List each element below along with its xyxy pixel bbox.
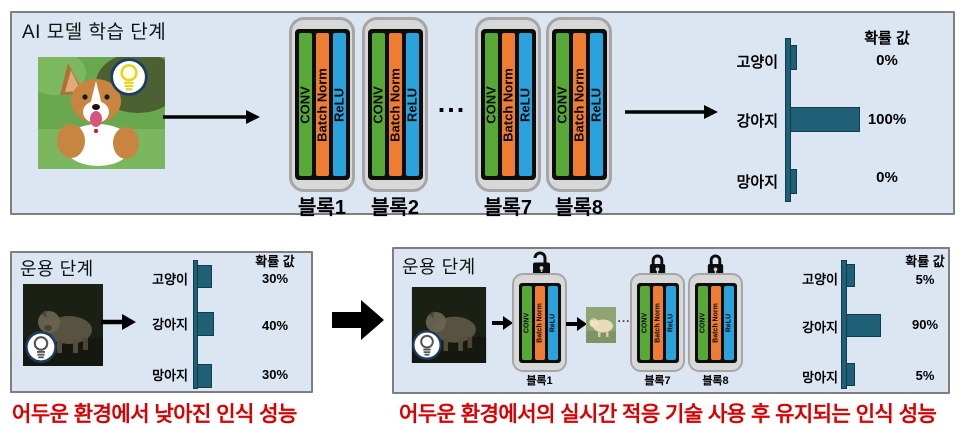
batchnorm-layer: Batch Norm: [652, 285, 663, 360]
layer-stack: CONV Batch Norm ReLU: [694, 282, 737, 363]
probability-bar: [790, 169, 797, 194]
batchnorm-layer: Batch Norm: [534, 285, 545, 360]
relu-layer: ReLU: [332, 33, 347, 176]
batchnorm-layer: Batch Norm: [501, 33, 516, 176]
batchnorm-layer: Batch Norm: [315, 33, 330, 176]
batchnorm-layer: Batch Norm: [710, 285, 721, 360]
before-caption: 어두운 환경에서 낮아진 인식 성능: [12, 403, 297, 426]
conv-layer: CONV: [521, 285, 532, 360]
training-panel-title: AI 모델 학습 단계: [22, 22, 167, 43]
probability-bar: [846, 314, 881, 337]
probability-bar: [790, 45, 797, 70]
category-label: 강아지: [802, 320, 838, 335]
conv-layer: CONV: [555, 33, 570, 176]
probability-value: 0%: [876, 169, 898, 186]
dim-lightbulb-icon: [25, 331, 57, 363]
block-label: 블록1: [526, 375, 553, 387]
after-arrow-1: [492, 315, 514, 331]
conv-layer: CONV: [639, 285, 650, 360]
layer-stack: CONV Batch Norm ReLU: [367, 29, 423, 180]
relu-layer: ReLU: [518, 33, 533, 176]
after-arrow-2: [566, 316, 588, 332]
probability-value: 5%: [915, 368, 935, 383]
relu-layer: ReLU: [547, 285, 558, 360]
probability-value: 100%: [867, 111, 907, 128]
transition-arrow: [332, 300, 384, 340]
training-block-1: CONV Batch Norm ReLU: [289, 17, 355, 192]
probability-value: 40%: [261, 318, 289, 333]
batchnorm-layer: Batch Norm: [388, 33, 403, 176]
chart-header: 확률 값: [864, 30, 910, 47]
after-caption: 어두운 환경에서의 실시간 적응 기술 사용 후 유지되는 인식 성능: [399, 403, 937, 426]
block-label: 블록1: [298, 197, 346, 219]
probability-value: 30%: [261, 271, 289, 286]
chart-header: 확률 값: [905, 254, 945, 269]
operation-before-arrow: [101, 312, 137, 332]
conv-layer: CONV: [484, 33, 499, 176]
conv-layer: CONV: [371, 33, 386, 176]
category-label: 망아지: [802, 370, 838, 385]
layer-stack: CONV Batch Norm ReLU: [551, 29, 607, 180]
block-label: 블록2: [371, 197, 419, 219]
operation-after-title: 운용 단계: [402, 257, 476, 277]
category-label: 고양이: [802, 272, 838, 287]
block-label: 블록7: [644, 375, 671, 387]
layer-stack: CONV Batch Norm ReLU: [480, 29, 536, 180]
category-label: 망아지: [736, 174, 778, 191]
category-label: 고양이: [736, 54, 778, 71]
ellipsis-blocks: ...: [437, 88, 467, 118]
category-label: 강아지: [736, 113, 778, 130]
dim-lightbulb-icon: [412, 330, 442, 360]
category-label: 망아지: [152, 368, 188, 383]
operation-before-title: 운용 단계: [20, 259, 94, 279]
block-label: 블록7: [484, 197, 532, 219]
probability-bar: [790, 107, 860, 132]
layer-stack: CONV Batch Norm ReLU: [636, 282, 679, 363]
training-block-8: CONV Batch Norm ReLU: [546, 17, 612, 192]
layer-stack: CONV Batch Norm ReLU: [294, 29, 350, 180]
training-arrow-2: [625, 103, 719, 121]
probability-value: 30%: [261, 367, 289, 382]
ellipsis-blocks: ...: [617, 311, 631, 325]
bright-lightbulb-icon: [110, 58, 148, 96]
training-block-7: CONV Batch Norm ReLU: [475, 17, 541, 192]
block-label: 블록8: [702, 375, 729, 387]
block-label: 블록8: [555, 197, 603, 219]
conv-layer: CONV: [697, 285, 708, 360]
relu-layer: ReLU: [589, 33, 604, 176]
category-label: 강아지: [152, 317, 188, 332]
chart-header: 확률 값: [255, 254, 295, 269]
relu-layer: ReLU: [665, 285, 676, 360]
open-lock-icon: [527, 249, 553, 279]
after-block-8: CONV Batch Norm ReLU: [688, 273, 743, 372]
probability-value: 90%: [911, 317, 939, 332]
probability-value: 5%: [915, 272, 935, 287]
training-arrow-1: [163, 108, 261, 126]
relu-layer: ReLU: [405, 33, 420, 176]
probability-bar: [197, 312, 214, 336]
restored-puppy-thumbnail: [586, 307, 616, 343]
relu-layer: ReLU: [723, 285, 734, 360]
probability-bar: [197, 265, 212, 288]
probability-bar: [846, 363, 855, 386]
probability-value: 0%: [876, 52, 898, 69]
after-block-7: CONV Batch Norm ReLU: [630, 273, 685, 372]
training-block-2: CONV Batch Norm ReLU: [362, 17, 428, 192]
layer-stack: CONV Batch Norm ReLU: [518, 282, 561, 363]
after-block-1: CONV Batch Norm ReLU: [512, 273, 567, 372]
conv-layer: CONV: [298, 33, 313, 176]
batchnorm-layer: Batch Norm: [572, 33, 587, 176]
probability-bar: [846, 264, 855, 287]
probability-bar: [197, 364, 212, 388]
category-label: 고양이: [152, 272, 188, 287]
